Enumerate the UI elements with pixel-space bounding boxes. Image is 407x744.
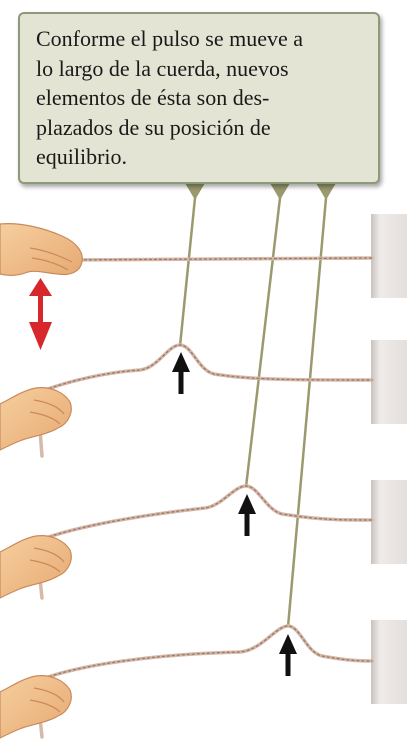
hand-2 <box>0 387 72 451</box>
pulse-pointer-arrows <box>172 352 297 676</box>
hands <box>0 223 83 739</box>
hand-1 <box>0 223 83 276</box>
walls <box>371 214 407 704</box>
caption-line-4: plazados de su posición de <box>36 114 271 140</box>
caption-line-1: Conforme el pulso se mueve a <box>36 26 303 51</box>
hand-3 <box>0 535 72 599</box>
wall-2 <box>371 340 407 424</box>
hand-4 <box>0 675 72 739</box>
rope-3 <box>38 484 374 542</box>
leader-connector-2 <box>270 183 290 200</box>
leader-line-2 <box>244 197 282 488</box>
wall-4 <box>371 620 407 704</box>
hand-2-fingers <box>29 399 65 425</box>
wall-3 <box>371 480 407 564</box>
hand-1-fingers <box>29 247 73 271</box>
leader-lines <box>178 197 328 628</box>
caption-line-3: elementos de ésta son des- <box>36 85 270 110</box>
leader-connectors <box>185 183 336 200</box>
wall-1 <box>371 214 407 298</box>
hand-3-fingers <box>29 547 65 573</box>
ropes <box>0 256 374 739</box>
pulse-pointer-arrow-3 <box>279 634 297 676</box>
pulse-pointer-arrow-1 <box>172 352 190 394</box>
leader-connector-3 <box>316 183 336 200</box>
leader-connector-1 <box>185 183 205 200</box>
caption-line-2: lo largo de la cuerda, nuevos <box>36 55 289 81</box>
motion-double-arrow <box>29 278 52 350</box>
rope-4 <box>38 624 374 682</box>
rope-3-texture <box>39 485 373 541</box>
hand-4-fingers <box>29 687 65 713</box>
rope-4-texture <box>39 625 373 681</box>
caption-text: Conforme el pulso se mueve a lo largo de… <box>36 24 376 172</box>
pulse-pointer-arrow-2 <box>238 494 256 536</box>
rope-2-texture <box>39 344 373 393</box>
rope-2 <box>38 343 374 394</box>
caption-box <box>18 12 380 184</box>
leader-line-1 <box>178 197 197 347</box>
leader-line-3 <box>286 197 328 628</box>
caption-line-5: equilibrio. <box>36 144 128 169</box>
